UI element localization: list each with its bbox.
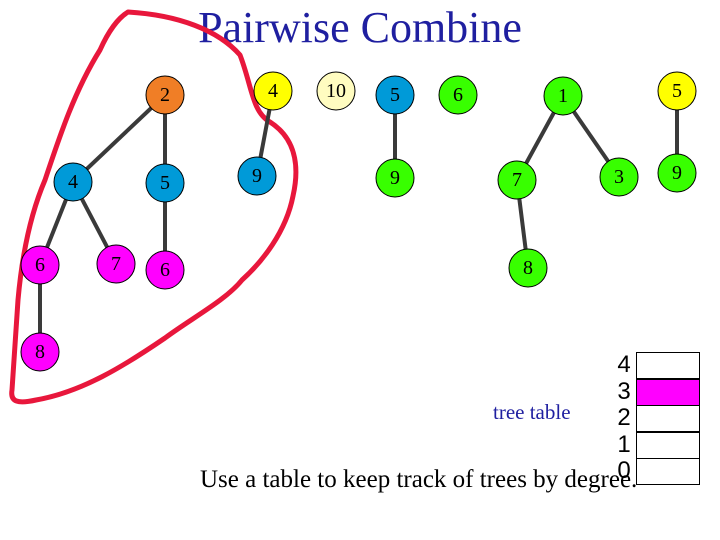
tree-node: 9 [657, 153, 697, 193]
tree-node: 7 [96, 244, 136, 284]
node-circle [253, 71, 293, 111]
node-circle [543, 76, 583, 116]
node-circle [375, 158, 415, 198]
tree-node: 6 [20, 245, 60, 285]
tree-node: 3 [599, 157, 639, 197]
tree-node: 6 [145, 250, 185, 290]
page-title: Pairwise Combine [198, 3, 522, 52]
node-circle [20, 332, 60, 372]
tree-node: 6 [438, 75, 478, 115]
tree-node: 9 [237, 156, 277, 196]
edges-layer [38, 90, 679, 352]
node-circle [657, 71, 697, 111]
node-circle [438, 75, 478, 115]
degree-label: 1 [617, 430, 631, 458]
tree-node: 4 [253, 71, 293, 111]
node-key: 6 [35, 254, 45, 276]
degree-label: 2 [617, 404, 631, 431]
tree-node: 4 [53, 162, 93, 202]
caption-text: Use a table to keep track of trees by de… [200, 466, 638, 493]
node-key: 10 [326, 80, 346, 102]
table-cell [636, 458, 700, 485]
node-circle [508, 248, 548, 288]
node-circle [237, 156, 277, 196]
tree-node: 5 [657, 71, 697, 111]
node-circle [497, 160, 537, 200]
node-key: 6 [160, 259, 170, 281]
tree-node: 10 [316, 71, 356, 111]
nodes-layer: 2 4 5 6 7 6 8 4 9 10 5 9 6 1 7 3 8 5 9 [20, 71, 697, 372]
node-circle [375, 75, 415, 115]
node-key: 5 [390, 84, 400, 106]
tree-edge [71, 93, 167, 184]
table-cell [636, 431, 700, 459]
node-key: 7 [512, 169, 522, 191]
tree-node: 7 [497, 160, 537, 200]
node-circle [53, 162, 93, 202]
node-key: 4 [268, 80, 278, 102]
degree-label: 3 [617, 377, 631, 405]
node-key: 9 [390, 167, 400, 189]
node-key: 8 [523, 257, 533, 279]
node-circle [145, 163, 185, 203]
tree-node: 9 [375, 158, 415, 198]
node-key: 5 [672, 80, 682, 102]
tree-table-label: tree table [493, 400, 571, 424]
table-cell [636, 405, 700, 432]
tree-node: 2 [145, 75, 185, 115]
tree-node: 1 [543, 76, 583, 116]
node-key: 6 [453, 84, 463, 106]
table-cell [636, 378, 700, 406]
node-key: 2 [160, 84, 170, 106]
node-key: 5 [160, 172, 170, 194]
node-circle [20, 245, 60, 285]
table-cell [636, 352, 700, 379]
node-circle [145, 75, 185, 115]
degree-label: 4 [617, 351, 631, 378]
node-key: 8 [35, 341, 45, 363]
node-key: 3 [614, 166, 624, 188]
node-circle [145, 250, 185, 290]
lasso-outline [9, 9, 299, 405]
node-key: 1 [558, 85, 568, 107]
node-key: 9 [672, 162, 682, 184]
node-circle [657, 153, 697, 193]
degree-label: 0 [617, 457, 631, 484]
node-key: 4 [68, 171, 78, 193]
node-circle [316, 71, 356, 111]
node-circle [599, 157, 639, 197]
node-key: 9 [252, 165, 262, 187]
tree-node: 8 [20, 332, 60, 372]
tree-node: 8 [508, 248, 548, 288]
node-circle [96, 244, 136, 284]
tree-node: 5 [145, 163, 185, 203]
tree-node: 5 [375, 75, 415, 115]
node-key: 7 [111, 253, 121, 275]
